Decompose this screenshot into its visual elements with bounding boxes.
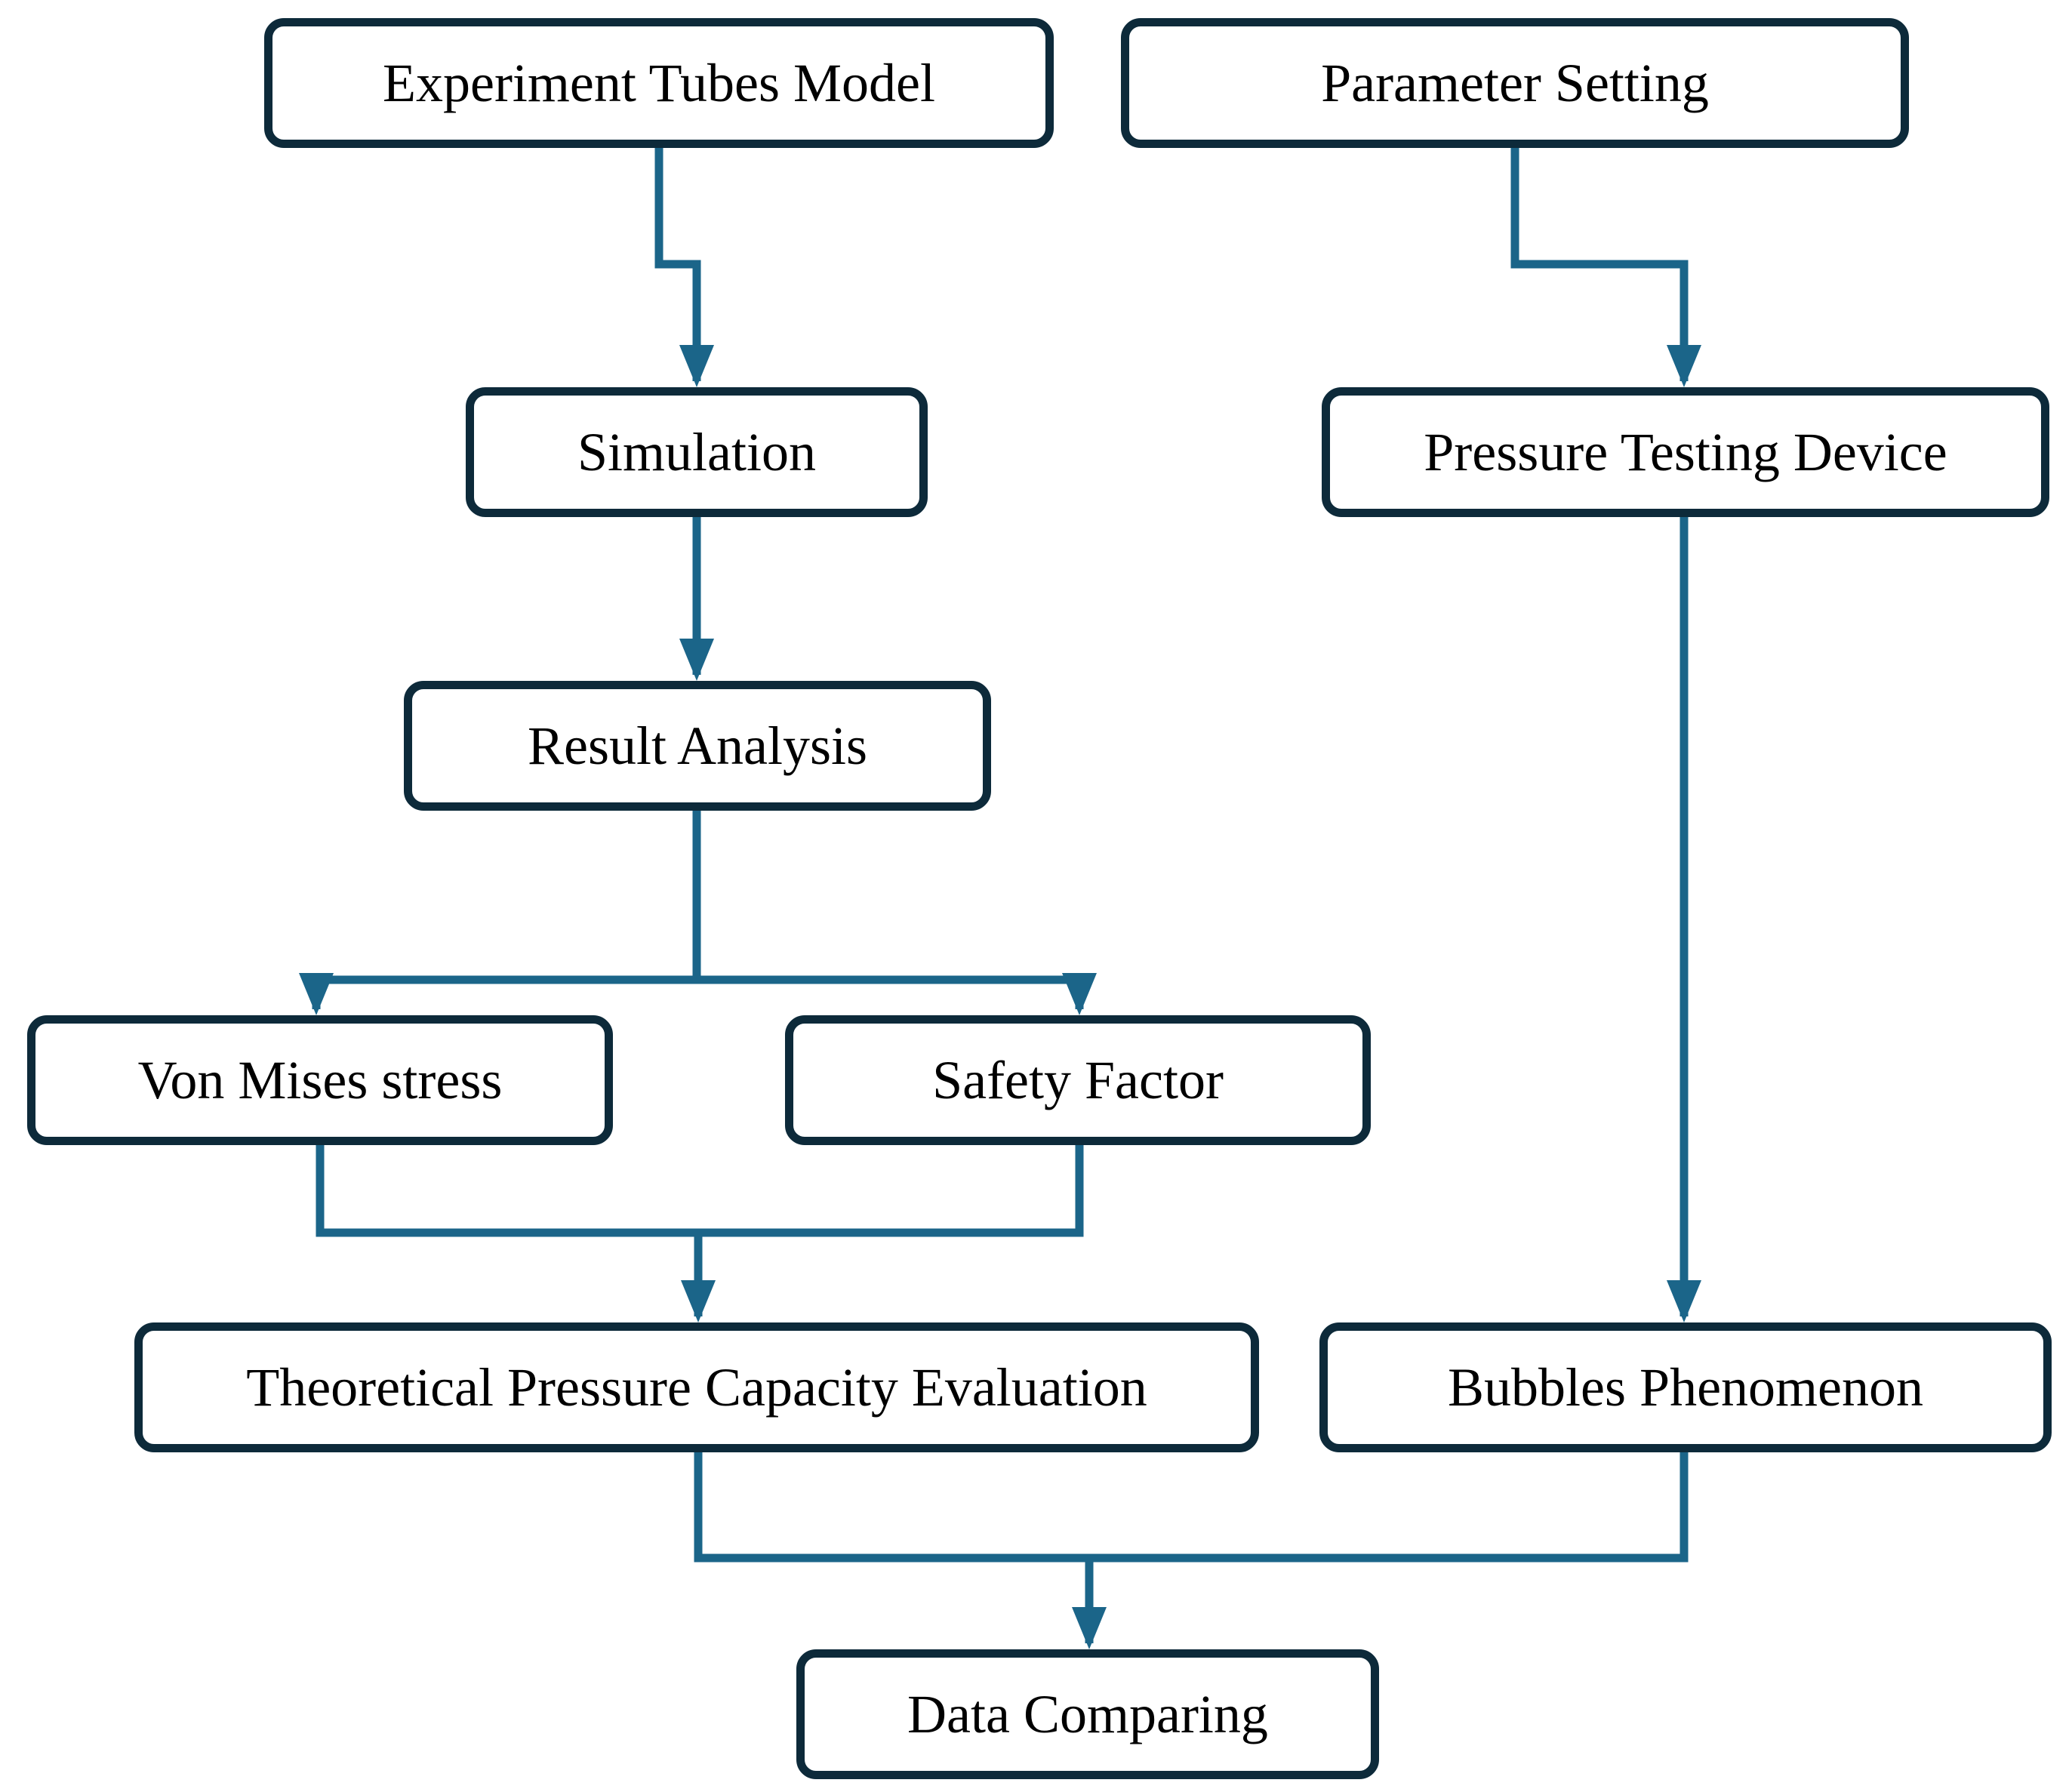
node-label: Von Mises stress [137, 1050, 503, 1110]
edge-arrowhead [299, 973, 334, 1015]
node-label: Data Comparing [907, 1684, 1268, 1744]
node-label: Theoretical Pressure Capacity Evaluation [246, 1357, 1147, 1418]
edge-arrowhead-group [299, 345, 1701, 1649]
node-data_comparing[interactable]: Data Comparing [796, 1649, 1379, 1779]
node-experiment_tubes_model[interactable]: Experiment Tubes Model [264, 18, 1054, 148]
edge-arrowhead [1667, 1280, 1701, 1322]
edge-path [694, 1452, 1094, 1643]
node-pressure_testing_device[interactable]: Pressure Testing Device [1322, 387, 2049, 517]
node-safety_factor[interactable]: Safety Factor [785, 1015, 1371, 1145]
edge-arrowhead [1062, 973, 1097, 1015]
node-parameter_setting[interactable]: Parameter Setting [1121, 18, 1909, 148]
edge-arrowhead [1072, 1607, 1107, 1649]
edge-arrowhead [1667, 345, 1701, 387]
edge-arrowhead [679, 639, 714, 681]
node-label: Result Analysis [527, 716, 868, 776]
edge-path [698, 1145, 1084, 1237]
edge-path [316, 1145, 703, 1316]
node-von_mises_stress[interactable]: Von Mises stress [27, 1015, 613, 1145]
edge-arrowhead [679, 345, 714, 387]
node-result_analysis[interactable]: Result Analysis [404, 681, 991, 811]
node-simulation[interactable]: Simulation [466, 387, 928, 517]
edge-path [1089, 1452, 1689, 1563]
node-label: Parameter Setting [1321, 53, 1709, 113]
node-label: Simulation [577, 422, 817, 482]
node-bubbles_phenomenon[interactable]: Bubbles Phenomenon [1319, 1322, 2052, 1452]
node-label: Pressure Testing Device [1424, 422, 1947, 482]
edge-path [654, 148, 701, 381]
edge-path [1510, 148, 1689, 381]
edge-path [697, 975, 1084, 1009]
edge-arrowhead [681, 1280, 716, 1322]
node-label: Safety Factor [932, 1050, 1224, 1110]
node-label: Bubbles Phenomenon [1448, 1357, 1923, 1418]
node-label: Experiment Tubes Model [383, 53, 935, 113]
edge-path [312, 811, 701, 1009]
node-theoretical_pressure_capacity_evaluation[interactable]: Theoretical Pressure Capacity Evaluation [134, 1322, 1259, 1452]
